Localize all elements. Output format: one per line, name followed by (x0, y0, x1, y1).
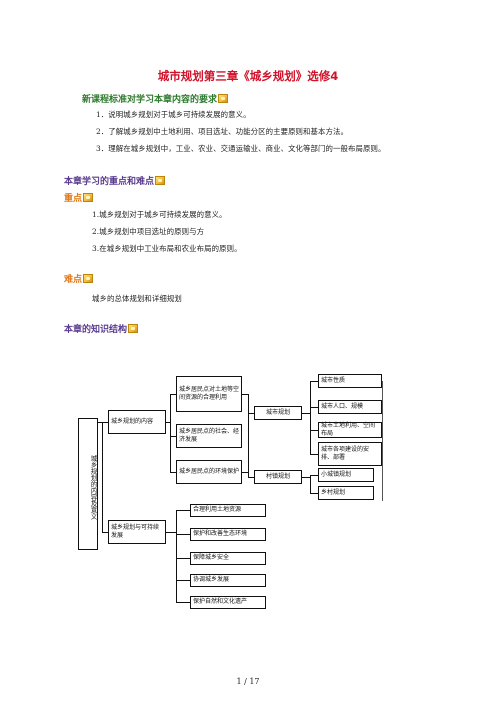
key-item-1: 1.城乡规划对于城乡可持续发展的意义。 (92, 210, 227, 219)
diagram-content-sub-2: 城乡居民点的社会、经济发展 (176, 424, 242, 448)
standard-item-3: 3．理解在城乡规划中，工业、农业、交通运输业、商业、文化等部门的一般布局原则。 (96, 144, 386, 153)
connector (176, 510, 190, 511)
page-number: 1 / 17 (236, 677, 260, 686)
diagram-content-sub-1: 城乡居民点对土地等空间资源的合理利用 (176, 376, 242, 412)
link-icon[interactable] (128, 324, 139, 333)
standard-heading: 新课程标准对学习本章内容的要求 (82, 92, 229, 105)
connector (310, 475, 311, 494)
diagram-city-planning: 城市规划 (254, 406, 302, 420)
connector (302, 413, 310, 414)
structure-heading: 本章的知识结构 (64, 322, 139, 335)
knowledge-structure-diagram: 城乡规划的内容及意义 城乡规划的内容 城乡规划与可持续发展 城乡居民点对土地等空… (64, 368, 404, 618)
connector (102, 532, 108, 533)
connector (310, 407, 318, 408)
connector (310, 454, 318, 455)
link-icon[interactable] (155, 176, 166, 185)
key-item-3: 3.在城乡规划中工业布局和农业布局的原则。 (92, 244, 242, 253)
diagram-city-item-1: 城市性质 (318, 374, 382, 388)
key-heading: 本章学习的重点和难点 (64, 174, 166, 187)
connector (310, 493, 318, 494)
connector (310, 381, 311, 454)
connector (176, 510, 177, 603)
connector (248, 394, 249, 478)
connector (310, 381, 318, 382)
connector (170, 436, 176, 437)
diagram-branch-meaning: 城乡规划与可持续发展 (108, 520, 166, 544)
link-icon[interactable] (83, 274, 94, 283)
standard-item-1: 1．说明城乡规划对于城乡可持续发展的意义。 (96, 110, 251, 119)
difficulty-text: 城乡的总体规划和详细规划 (92, 294, 182, 303)
diagram-root: 城乡规划的内容及意义 (78, 418, 98, 550)
link-icon[interactable] (218, 94, 229, 103)
connector (176, 602, 190, 603)
connector (102, 422, 108, 423)
connector (242, 472, 249, 473)
diagram-town-planning: 村镇规划 (254, 470, 302, 484)
key-label: 重点 (64, 191, 94, 204)
connector (302, 477, 310, 478)
standard-item-2: 2．了解城乡规划中土地利用、项目选址、功能分区的主要原则和基本方法。 (96, 127, 348, 136)
connector (166, 532, 176, 533)
connector (242, 394, 249, 395)
connector (98, 422, 103, 423)
diagram-city-item-2: 城市人口、规模 (318, 400, 382, 414)
diagram-meaning-item-3: 保障城乡安全 (190, 552, 266, 565)
diagram-city-item-4: 城市各项建设的安排、部署 (318, 442, 382, 466)
diagram-town-item-2: 乡村规划 (318, 486, 374, 500)
connector (382, 381, 383, 501)
connector (176, 534, 190, 535)
connector (310, 430, 318, 431)
diagram-city-item-3: 城市土地利用、空间布局 (318, 422, 382, 438)
key-item-2: 2.城乡规划中项目选址的原则与方 (92, 227, 205, 236)
connector (248, 413, 254, 414)
connector (170, 472, 176, 473)
diagram-town-item-1: 小城镇规划 (318, 468, 374, 482)
diagram-meaning-item-1: 合理利用土地资源 (190, 504, 266, 517)
connector (166, 422, 171, 423)
diagram-meaning-item-5: 保护自然和文化遗产 (190, 596, 266, 609)
connector (170, 394, 176, 395)
link-icon[interactable] (83, 193, 94, 202)
diagram-content-sub-3: 城乡居民点的环境保护 (176, 460, 242, 484)
diagram-branch-content: 城乡规划的内容 (108, 410, 166, 434)
difficulty-label: 难点 (64, 272, 94, 285)
connector (176, 580, 190, 581)
connector (102, 422, 103, 533)
document-title: 城市规划第三章《城乡规划》选修4 (157, 69, 339, 83)
connector (310, 475, 318, 476)
connector (170, 394, 171, 473)
connector (248, 477, 254, 478)
diagram-meaning-item-2: 保护和改善生态环境 (190, 528, 266, 541)
connector (176, 558, 190, 559)
diagram-meaning-item-4: 协调城乡发展 (190, 574, 266, 587)
